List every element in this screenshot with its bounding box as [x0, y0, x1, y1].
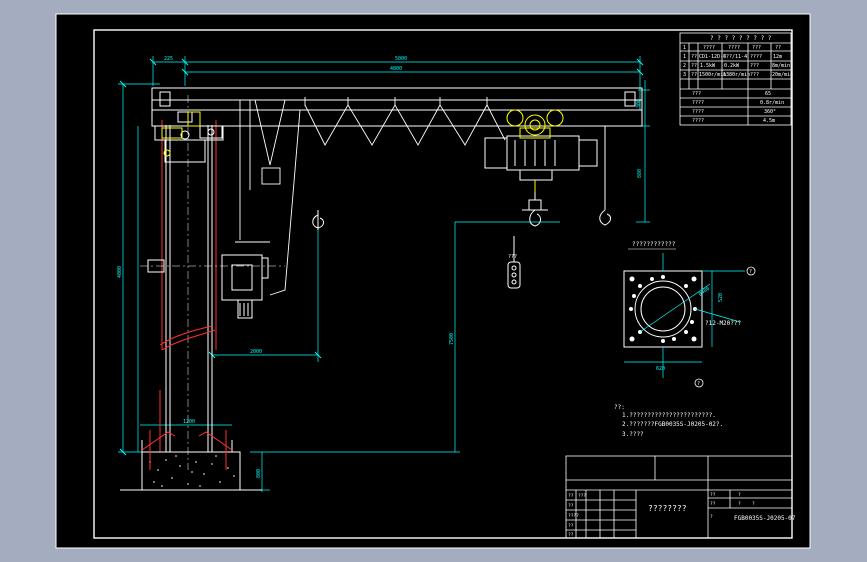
svg-text:2: 2: [683, 63, 686, 69]
svg-text:????: ????: [692, 118, 704, 124]
svg-text:?: ?: [752, 501, 755, 507]
jib-beam: [151, 87, 643, 127]
svg-text:????: ????: [750, 54, 762, 60]
dimension-lines: [118, 56, 650, 492]
svg-text:65: 65: [765, 91, 771, 97]
balloon-marker-b: ?: [697, 381, 700, 387]
anchor-bolts: [141, 430, 233, 470]
svg-text:???: ???: [752, 45, 761, 51]
dim-2000: 2000: [250, 349, 262, 355]
pendant-label: ???: [508, 254, 517, 260]
drop-cable: [235, 99, 301, 296]
dim-4000: 4000: [117, 266, 123, 278]
svg-text:12m: 12m: [773, 54, 782, 60]
svg-text:????: ????: [703, 45, 715, 51]
bolt-callout: ?12-M20???: [705, 320, 742, 327]
spec-table-cells: 1 ???? ???? ??? ?? 1 ?? CD1-12D-6 ???/11…: [683, 45, 793, 124]
svg-text:??: ??: [691, 63, 697, 69]
svg-text:?: ?: [710, 514, 713, 520]
balloon-marker-a: ?: [749, 269, 752, 275]
dim-7500: 7500: [449, 333, 455, 345]
svg-text:??: ??: [568, 523, 574, 529]
spec-table: [679, 32, 792, 126]
balloon-markers: [694, 266, 756, 388]
svg-text:0.8r/min: 0.8r/min: [760, 100, 784, 106]
cable-festoon: [304, 97, 506, 146]
drawing-sheet: [55, 13, 811, 549]
svg-text:???: ???: [750, 63, 759, 69]
notes-line-1: 1.???????????????????????.: [622, 412, 716, 419]
svg-text:???: ???: [692, 91, 701, 97]
plate-detail-title: ????????????: [632, 241, 676, 248]
svg-text:3: 3: [683, 72, 686, 78]
svg-text:1500r/min: 1500r/min: [699, 72, 726, 78]
dim-880: 880: [637, 169, 643, 178]
dim-225: 225: [164, 56, 173, 62]
electric-hoist: [484, 135, 598, 181]
pendant-hook: [312, 210, 324, 230]
svg-text:1: 1: [683, 45, 686, 51]
svg-text:??: ??: [775, 45, 781, 51]
technical-notes: ??: 1.???????????????????????. 2.???????…: [614, 404, 723, 438]
drawing-frame: [93, 29, 793, 539]
svg-text:4.5m: 4.5m: [763, 118, 775, 124]
svg-text:?: ?: [738, 492, 741, 498]
notes-line-2: 2.???????FGB0035S-J0205-02?.: [622, 421, 723, 428]
svg-text:CD1-12D-6: CD1-12D-6: [699, 54, 726, 60]
svg-text:1.5kW: 1.5kW: [700, 63, 716, 69]
dim-5000: 5000: [395, 56, 407, 62]
dim-4800: 4800: [390, 66, 402, 72]
spec-table-header: ? ? ? ? ? ? ? ? ?: [710, 35, 772, 42]
svg-text:???: ???: [750, 72, 759, 78]
svg-text:0.2kW: 0.2kW: [724, 63, 740, 69]
base-plate-corner-holes: [629, 276, 697, 342]
svg-text:????: ????: [692, 100, 704, 106]
dim-1200: 1200: [183, 419, 195, 425]
notes-heading: ??:: [614, 404, 625, 411]
svg-text:?: ?: [738, 501, 741, 507]
svg-text:??: ??: [710, 492, 716, 498]
dim-520: 520: [718, 293, 724, 302]
dimension-labels: 225 5000 4800 300 880 4000 2000 7500 120…: [117, 56, 643, 478]
svg-text:??: ??: [710, 501, 716, 507]
drawing-number: FGB0035S-J0205-07: [734, 515, 796, 522]
svg-text:1: 1: [683, 54, 686, 60]
title-block: [565, 455, 793, 539]
pendant-controller: [507, 236, 521, 289]
dim-300: 300: [636, 99, 642, 108]
svg-text:????: ????: [692, 109, 704, 115]
svg-text:??: ??: [568, 532, 574, 538]
base-plate-bolts: [629, 275, 697, 343]
svg-text:????: ????: [568, 513, 579, 519]
svg-text:??: ??: [568, 503, 574, 509]
svg-text:??: ??: [691, 72, 697, 78]
svg-text:???: ???: [578, 493, 586, 499]
end-hook: [599, 126, 611, 226]
base-plate-dims: [624, 253, 745, 378]
dim-800: 800: [256, 469, 262, 478]
column-hatch: [159, 120, 217, 452]
foundation: [120, 440, 262, 491]
svg-text:20m/min: 20m/min: [772, 72, 793, 78]
notes-line-3: 3.????: [622, 431, 644, 438]
drawing-title: ????????: [648, 504, 687, 513]
title-block-cells: ?? ??? ?? ???? ?? ?? ?? ?? ? ? ? ?: [568, 492, 755, 538]
svg-text:??: ??: [568, 493, 574, 499]
svg-text:1380r/min: 1380r/min: [723, 72, 750, 78]
svg-text:??: ??: [691, 54, 697, 60]
svg-text:8m/min: 8m/min: [772, 63, 790, 69]
slewing-head-yellow: [161, 111, 201, 157]
svg-text:???/11-4: ???/11-4: [723, 54, 747, 60]
hoist-trolley-wheels: [506, 109, 564, 139]
crane-column: [165, 125, 213, 452]
svg-text:????: ????: [728, 45, 740, 51]
dim-620: 620: [656, 366, 665, 372]
svg-text:360°: 360°: [764, 109, 776, 115]
